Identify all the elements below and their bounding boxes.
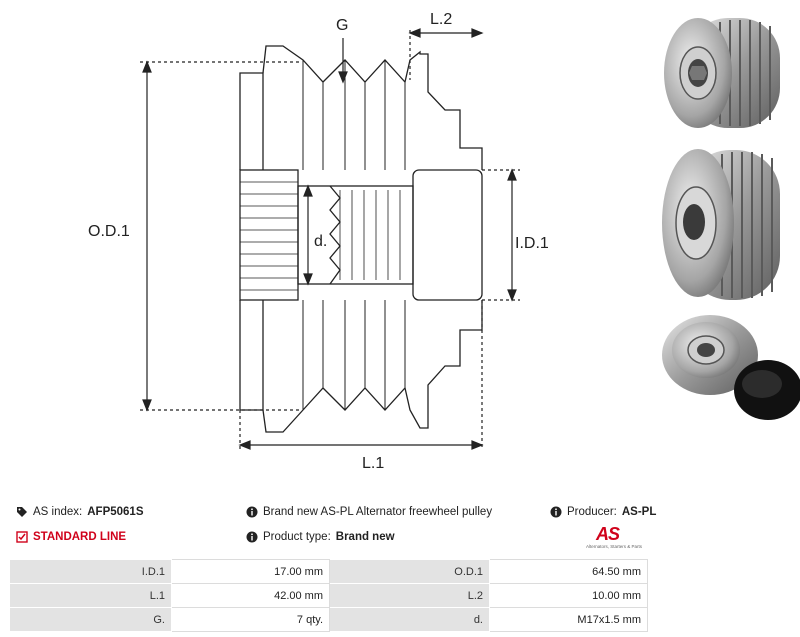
spline-lines <box>240 181 298 291</box>
label-d: d. <box>314 233 327 250</box>
tag-icon <box>17 507 27 517</box>
spec-value: 7 qty. <box>171 607 330 632</box>
info-icon <box>246 531 258 543</box>
standard-line-label: STANDARD LINE <box>33 531 127 543</box>
standard-line: STANDARD LINE <box>16 531 126 543</box>
id1-arrow-top <box>507 168 517 181</box>
g-pointer-arrow <box>338 71 348 84</box>
spec-value: 42.00 mm <box>171 583 330 608</box>
as-index-label: AS index: <box>33 506 83 518</box>
spec-key: L.2 <box>329 583 490 608</box>
left-flange-outline-bottom <box>239 300 264 411</box>
pulley-photo-small <box>662 315 758 395</box>
extension-lines <box>140 30 520 450</box>
spec-key: L.1 <box>9 583 172 608</box>
description-text: Brand new AS-PL Alternator freewheel pul… <box>263 506 493 518</box>
l2-arrow-left <box>408 28 421 38</box>
l1-arrow-left <box>238 440 251 450</box>
table-row: G. 7 qty. d. M17x1.5 mm <box>9 607 648 632</box>
right-collar <box>412 169 483 301</box>
checkbox-checked-icon <box>16 531 28 543</box>
as-index: AS index: AFP5061S <box>16 506 144 518</box>
specs-table: I.D.1 17.00 mm O.D.1 64.50 mm L.1 42.00 … <box>9 559 648 632</box>
label-l2: L.2 <box>430 11 452 28</box>
spec-key: G. <box>9 607 172 632</box>
thread-profile <box>329 185 341 285</box>
producer: Producer: AS-PL <box>550 506 656 518</box>
spec-value: M17x1.5 mm <box>489 607 648 632</box>
l2-arrow-right <box>471 28 484 38</box>
spec-key: I.D.1 <box>9 559 172 584</box>
d-arrow-top <box>303 184 313 197</box>
technical-drawing: G L.2 O.D.1 d. I.D.1 L.1 <box>88 11 549 472</box>
producer-label: Producer: <box>567 506 617 518</box>
label-l1: L.1 <box>362 455 384 472</box>
left-flange-outline <box>239 72 264 170</box>
product-type: Product type: Brand new <box>246 531 395 543</box>
description: Brand new AS-PL Alternator freewheel pul… <box>246 506 492 518</box>
thread-lines <box>339 190 401 280</box>
dust-cap-photo <box>734 360 800 420</box>
spec-value: 10.00 mm <box>489 583 648 608</box>
as-pl-logo: AS Alternators, Starters & Parts <box>586 524 648 552</box>
table-row: L.1 42.00 mm L.2 10.00 mm <box>9 583 648 608</box>
logo-text: AS <box>596 524 620 544</box>
groove-profile-top <box>262 45 483 170</box>
logo-subtitle: Alternators, Starters & Parts <box>586 544 643 549</box>
producer-value: AS-PL <box>621 506 657 518</box>
d-arrow-bottom <box>303 273 313 286</box>
pulley-photo-angle <box>662 149 780 300</box>
od1-arrow-bottom <box>142 399 152 412</box>
as-index-value: AFP5061S <box>87 506 144 518</box>
spline-hub <box>239 169 299 301</box>
info-icon <box>246 506 258 518</box>
spec-key: d. <box>329 607 490 632</box>
od1-arrow-top <box>142 60 152 73</box>
label-id1: I.D.1 <box>515 235 549 252</box>
label-g: G <box>336 17 348 34</box>
pulley-photo-front <box>664 18 780 128</box>
spec-value: 64.50 mm <box>489 559 648 584</box>
table-row: I.D.1 17.00 mm O.D.1 64.50 mm <box>9 559 648 584</box>
l1-arrow-right <box>471 440 484 450</box>
id1-arrow-bottom <box>507 289 517 302</box>
info-icon <box>550 506 562 518</box>
groove-profile-bottom <box>262 300 483 433</box>
spec-value: 17.00 mm <box>171 559 330 584</box>
label-od1: O.D.1 <box>88 223 130 240</box>
product-type-value: Brand new <box>335 531 395 543</box>
spec-key: O.D.1 <box>329 559 490 584</box>
product-type-label: Product type: <box>263 531 331 543</box>
product-photos <box>662 18 800 420</box>
